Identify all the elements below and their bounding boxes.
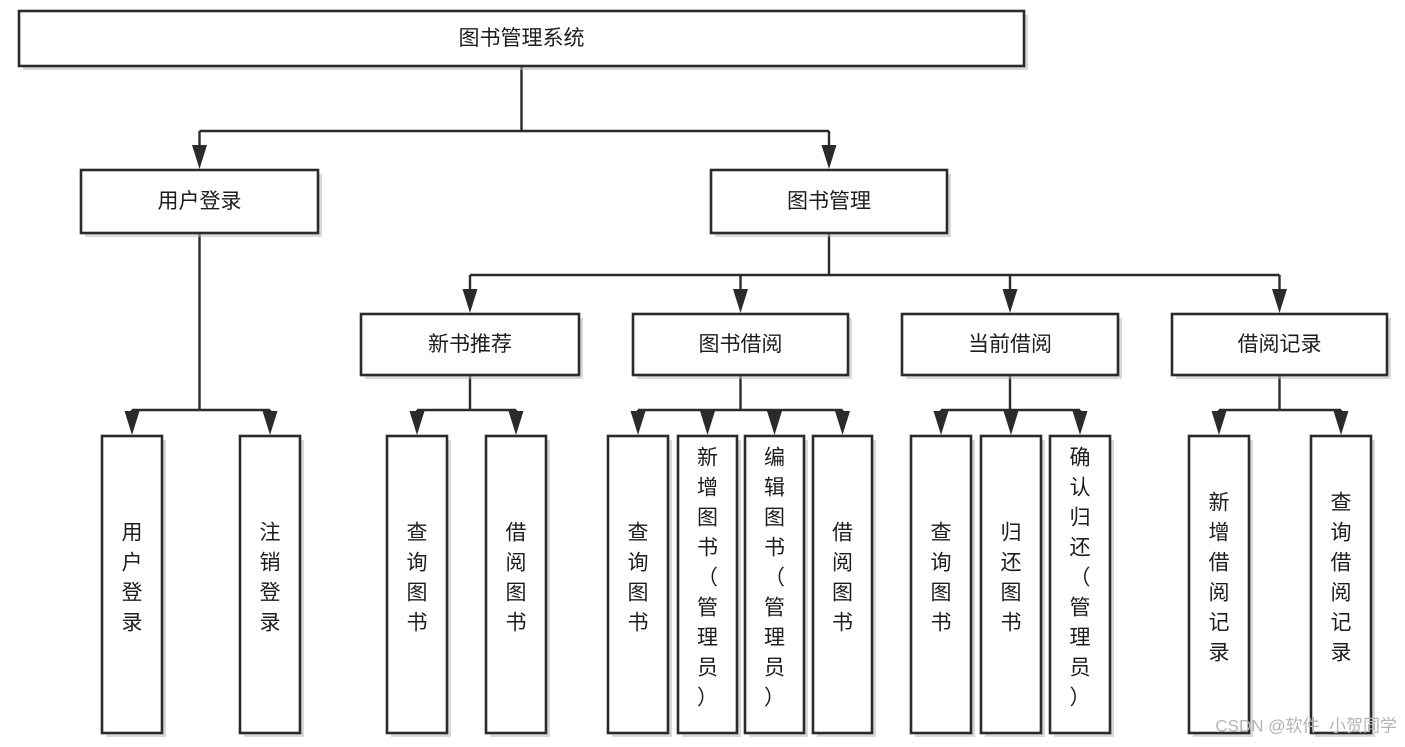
node-box-borrow-record[interactable] bbox=[1170, 312, 1389, 377]
connector-group-new-book-recommend bbox=[409, 375, 524, 435]
node-leaf-user-login[interactable]: 用户登录 bbox=[100, 434, 166, 737]
node-box-leaf-borrow-book-2[interactable] bbox=[811, 434, 874, 735]
connector-group-root bbox=[192, 66, 837, 169]
node-box-leaf-query-record[interactable] bbox=[1309, 434, 1373, 735]
node-box-leaf-add-book[interactable] bbox=[676, 434, 739, 735]
node-leaf-logout[interactable]: 注销登录 bbox=[238, 434, 304, 737]
node-box-leaf-add-record[interactable] bbox=[1187, 434, 1251, 735]
node-leaf-return-book[interactable]: 归还图书 bbox=[979, 434, 1045, 737]
connector-layer bbox=[124, 66, 1349, 435]
node-label-leaf-borrow-book-1: 借阅图书 bbox=[506, 522, 527, 635]
node-user-login[interactable]: 用户登录 bbox=[79, 168, 322, 237]
node-label-leaf-add-book: 新增图书（管理员） bbox=[697, 447, 718, 710]
node-label-leaf-return-book: 归还图书 bbox=[1001, 522, 1022, 635]
node-box-leaf-return-book[interactable] bbox=[979, 434, 1043, 735]
node-label-book-borrow: 图书借阅 bbox=[699, 333, 783, 356]
connector-group-borrow-record bbox=[1211, 375, 1349, 435]
node-box-current-borrow[interactable] bbox=[900, 312, 1120, 377]
node-leaf-add-record[interactable]: 新增借阅记录 bbox=[1187, 434, 1253, 737]
node-label-leaf-query-record: 查询借阅记录 bbox=[1331, 492, 1352, 665]
connector-group-book-borrow bbox=[630, 375, 850, 435]
node-leaf-confirm-return[interactable]: 确认归还（管理员） bbox=[1048, 434, 1114, 737]
node-box-leaf-query-book-2[interactable] bbox=[606, 434, 670, 735]
node-label-leaf-user-login: 用户登录 bbox=[122, 522, 143, 635]
node-label-new-book-recommend: 新书推荐 bbox=[428, 333, 512, 356]
node-borrow-record[interactable]: 借阅记录 bbox=[1170, 312, 1391, 379]
node-label-user-login: 用户登录 bbox=[158, 190, 242, 213]
node-label-root: 图书管理系统 bbox=[459, 27, 585, 50]
node-root[interactable]: 图书管理系统 bbox=[17, 9, 1028, 70]
node-box-book-borrow[interactable] bbox=[631, 312, 850, 377]
csdn-watermark: CSDN @软件_小贺同学 bbox=[1215, 716, 1397, 735]
node-label-leaf-edit-book: 编辑图书（管理员） bbox=[764, 447, 785, 710]
node-box-leaf-query-book-1[interactable] bbox=[385, 434, 449, 735]
node-leaf-query-book-2[interactable]: 查询图书 bbox=[606, 434, 672, 737]
connector-group-current-borrow bbox=[933, 375, 1088, 435]
node-new-book-recommend[interactable]: 新书推荐 bbox=[359, 312, 583, 379]
node-box-leaf-edit-book[interactable] bbox=[743, 434, 806, 735]
node-layer: 图书管理系统用户登录图书管理新书推荐图书借阅当前借阅借阅记录用户登录注销登录查询… bbox=[17, 9, 1391, 737]
node-leaf-edit-book[interactable]: 编辑图书（管理员） bbox=[743, 434, 808, 737]
node-book-borrow[interactable]: 图书借阅 bbox=[631, 312, 852, 379]
node-box-new-book-recommend[interactable] bbox=[359, 312, 581, 377]
node-box-book-manage[interactable] bbox=[709, 168, 949, 235]
node-leaf-borrow-book-1[interactable]: 借阅图书 bbox=[484, 434, 550, 737]
node-current-borrow[interactable]: 当前借阅 bbox=[900, 312, 1122, 379]
node-box-leaf-borrow-book-1[interactable] bbox=[484, 434, 548, 735]
node-leaf-query-book-3[interactable]: 查询图书 bbox=[909, 434, 975, 737]
node-label-leaf-query-book-2: 查询图书 bbox=[628, 522, 649, 635]
node-label-leaf-confirm-return: 确认归还（管理员） bbox=[1070, 447, 1091, 710]
node-label-leaf-borrow-book-2: 借阅图书 bbox=[832, 522, 853, 635]
node-label-book-manage: 图书管理 bbox=[787, 190, 871, 213]
connector-group-user-login bbox=[124, 233, 278, 435]
node-box-leaf-confirm-return[interactable] bbox=[1048, 434, 1112, 735]
node-leaf-query-record[interactable]: 查询借阅记录 bbox=[1309, 434, 1375, 737]
node-box-leaf-query-book-3[interactable] bbox=[909, 434, 973, 735]
node-label-leaf-query-book-3: 查询图书 bbox=[931, 522, 952, 635]
node-leaf-query-book-1[interactable]: 查询图书 bbox=[385, 434, 451, 737]
node-label-borrow-record: 借阅记录 bbox=[1238, 333, 1322, 356]
node-label-current-borrow: 当前借阅 bbox=[968, 333, 1052, 356]
node-box-user-login[interactable] bbox=[79, 168, 320, 235]
node-box-root[interactable] bbox=[17, 9, 1026, 68]
node-leaf-add-book[interactable]: 新增图书（管理员） bbox=[676, 434, 741, 737]
node-label-leaf-add-record: 新增借阅记录 bbox=[1209, 492, 1230, 665]
node-label-leaf-logout: 注销登录 bbox=[260, 522, 281, 635]
node-box-leaf-user-login[interactable] bbox=[100, 434, 164, 735]
connector-group-book-manage bbox=[462, 233, 1287, 313]
node-book-manage[interactable]: 图书管理 bbox=[709, 168, 951, 237]
node-label-leaf-query-book-1: 查询图书 bbox=[407, 522, 428, 635]
node-leaf-borrow-book-2[interactable]: 借阅图书 bbox=[811, 434, 876, 737]
node-box-leaf-logout[interactable] bbox=[238, 434, 302, 735]
